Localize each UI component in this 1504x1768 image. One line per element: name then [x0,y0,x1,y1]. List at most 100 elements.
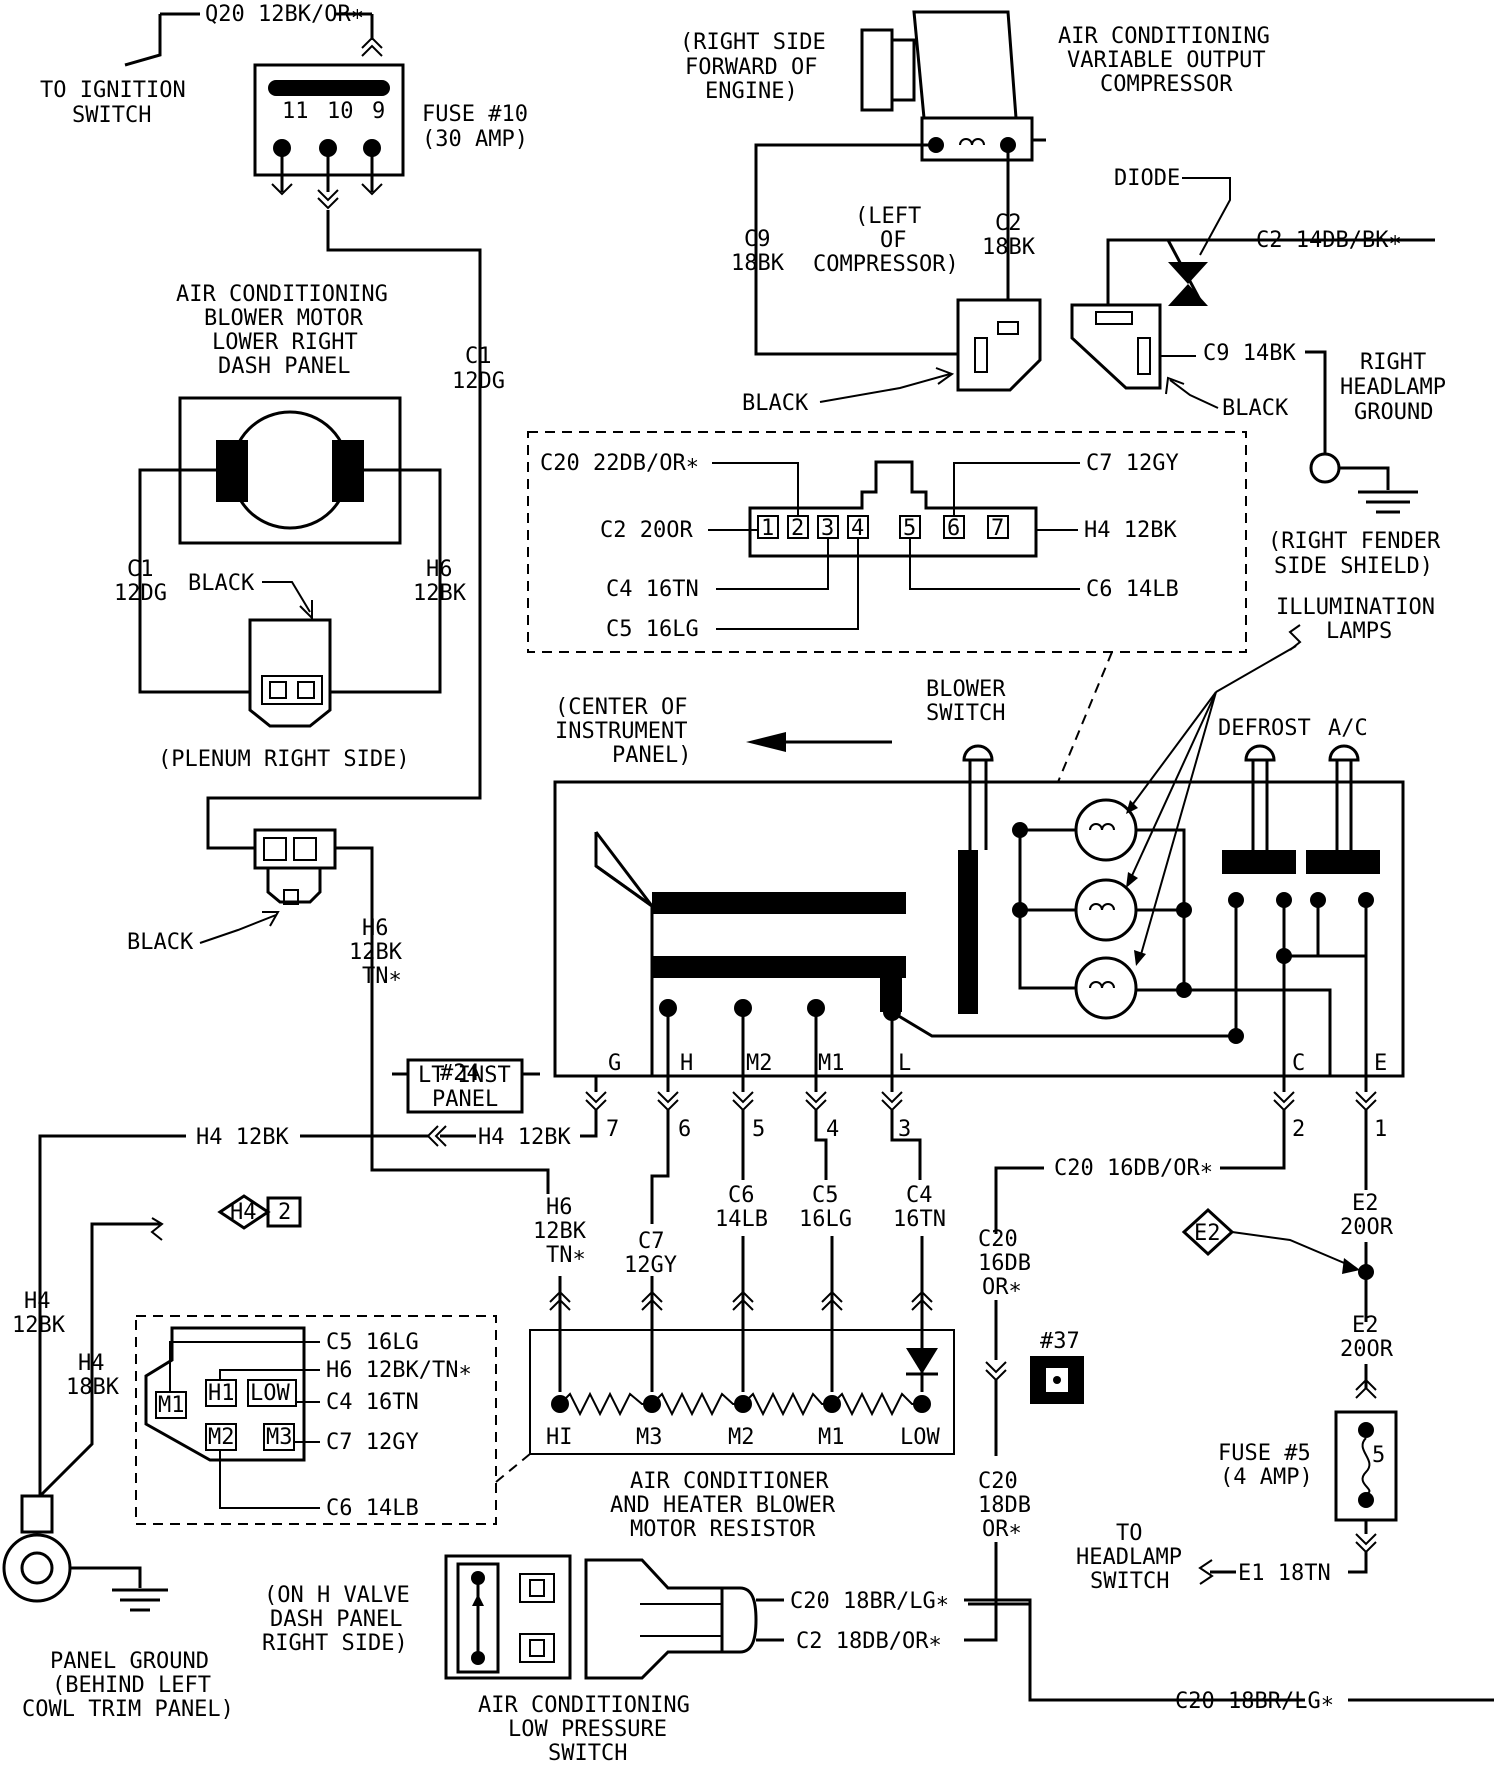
c20-mid-label-3: OR∗ [982,1275,1022,1300]
compressor-location-1: (RIGHT SIDE [680,30,826,55]
headlamp-switch-label-1: TO [1116,1521,1143,1546]
compressor-location-3: ENGINE) [705,79,798,104]
h4-ground-wires: H4 12BK H4 12BK H4 2 H4 12BK H4 18BK PAN… [2,1110,598,1722]
h4-badge-letters: H4 [230,1200,257,1225]
left-black-connector: BLACK H6 12BK TN∗ [127,828,550,1190]
panel-ground-label-1: PANEL GROUND [50,1649,209,1674]
res-c7-label-1: C7 [638,1229,665,1254]
switch-terminal-m2: M2 [746,1051,773,1076]
ignition-label-2: SWITCH [72,103,151,128]
switch-cavity-connectors: 7 6 5 4 3 2 1 [585,1076,1387,1142]
c1-vertical-label-2: 12DG [452,369,505,394]
switch-terminal-e: E [1374,1051,1387,1076]
res-pin-m1: M1 [158,1393,185,1418]
center-panel-label-1: (CENTER OF [555,695,687,720]
resistor-connector: M1 H1 LOW M2 M3 C5 16LG H6 12BK/TN∗ C4 1… [135,1315,531,1525]
res-c6-label-2: 14LB [715,1207,768,1232]
lt-inst-panel-number: #24 [440,1061,480,1086]
fuse-5-label-1: FUSE #5 [1218,1441,1311,1466]
blower-switch-panel: (CENTER OF INSTRUMENT PANEL) BLOWER SWIT… [553,677,1405,1078]
h4-vertical-18bk-2: 18BK [66,1375,120,1400]
pressure-c2-label: C2 18DB/OR∗ [796,1629,942,1654]
res-h6-label-3: TN∗ [546,1243,586,1268]
blower-c1-label-1: C1 [127,557,154,582]
c20-lower-label-3: OR∗ [982,1517,1022,1542]
pressure-location-1: (ON H VALVE [264,1583,410,1608]
switch-right-label-c7: C7 12GY [1086,451,1179,476]
left-h6-label-1: H6 [362,916,389,941]
compressor-title-1: AIR CONDITIONING [1058,24,1270,49]
headlamp-ground-label-1: RIGHT [1360,350,1426,375]
c1-vertical-label-1: C1 [465,344,492,369]
switch-pin-7: 7 [991,516,1004,541]
switch-connector-pins: 1 2 3 4 5 6 7 [757,515,1009,541]
h4-badge-number: 2 [278,1200,291,1225]
res-c4-label-1: C4 [906,1183,933,1208]
switch-pin-6: 6 [947,516,960,541]
center-panel-label-3: PANEL) [612,743,691,768]
cavity-number-5: 5 [752,1117,765,1142]
c20-mid-label-1: C20 [978,1227,1018,1252]
blower-motor-title-2: BLOWER MOTOR [204,306,364,331]
compressor-location-2: FORWARD OF [685,55,817,80]
ac-label: A/C [1328,716,1368,741]
fuse-5-number: 5 [1372,1443,1385,1468]
e2-wire-1-label-1: E2 [1352,1191,1379,1216]
comp-c2-label-1: C2 [995,211,1022,236]
blower-motor-title-3: LOWER RIGHT [212,330,358,355]
illumination-lamps-label-2: LAMPS [1326,619,1392,644]
diode-c9-label: C9 14BK [1203,341,1296,366]
resistor-title-1: AIR CONDITIONER [630,1469,829,1494]
fuse-terminal-11: 11 [282,99,309,124]
switch-left-label-c20: C20 22DB/OR∗ [540,451,699,476]
headlamp-ground-label-3: GROUND [1354,400,1433,425]
left-h6-label-2: 12BK [349,940,403,965]
cavity-number-6: 6 [678,1117,691,1142]
switch-left-label-c5: C5 16LG [606,617,699,642]
blower-connector-color: BLACK [188,571,255,596]
e2-wire-2-label-1: E2 [1352,1313,1379,1338]
h4-long-label: H4 12BK [196,1125,289,1150]
headlamp-location-2: SIDE SHIELD) [1274,554,1433,579]
res-pin-h1: H1 [208,1381,235,1406]
connector-37-label: #37 [1040,1329,1080,1354]
fuse-terminal-9: 9 [372,99,385,124]
left-connector-color: BLACK [127,930,194,955]
blower-motor-title-4: DASH PANEL [218,354,350,379]
panel-ground-label-3: COWL TRIM PANEL) [22,1697,234,1722]
cavity-number-2: 2 [1292,1117,1305,1142]
comp-c2-label-2: 18BK [982,235,1036,260]
res-pin-low: LOW [250,1381,290,1406]
c20-lower-label-1: C20 [978,1469,1018,1494]
res-c7-label-2: 12GY [624,1253,677,1278]
fuse-10-block: Q20 12BK/OR∗ TO IGNITION SWITCH 11 10 9 … [40,2,528,850]
ac-compressor: (RIGHT SIDE FORWARD OF ENGINE) AIR CONDI… [680,10,1270,416]
fuse-10-label-1: FUSE #10 [422,102,528,127]
switch-pin-5: 5 [903,516,916,541]
res-c4-label-2: 16TN [893,1207,946,1232]
blower-switch-connector: 1 2 3 4 5 6 7 C20 22DB/OR∗ C2 20OR C4 16… [527,431,1247,783]
resistor-terminal-low: LOW [900,1425,940,1450]
res-h6-label-1: H6 [546,1195,573,1220]
compressor-title-3: COMPRESSOR [1100,72,1233,97]
headlamp-ground-label-2: HEADLAMP [1340,375,1446,400]
right-headlamp-ground: RIGHT HEADLAMP GROUND (RIGHT FENDER SIDE… [1268,350,1446,579]
cavity-number-7: 7 [606,1117,619,1142]
resistor-title-2: AND HEATER BLOWER [610,1493,836,1518]
comp-side-label-3: COMPRESSOR) [813,252,959,277]
resistor-title-3: MOTOR RESISTOR [630,1517,816,1542]
res-conn-wire-h6: H6 12BK/TN∗ [326,1358,472,1383]
comp-c9-label-1: C9 [744,227,771,252]
switch-pin-1: 1 [761,516,774,541]
resistor-wires: H6 12BK TN∗ C7 12GY C6 14LB C5 16LG C4 1… [533,1110,946,1392]
comp-side-label-1: (LEFT [855,204,921,229]
connector-37: #37 [1030,1329,1084,1404]
diode-connector-color: BLACK [1222,396,1289,421]
switch-right-label-c6: C6 14LB [1086,577,1179,602]
diode-label: DIODE [1114,166,1180,191]
switch-terminal-m1: M1 [818,1051,845,1076]
illumination-lamps-label-1: ILLUMINATION [1276,595,1435,620]
headlamp-location-1: (RIGHT FENDER [1268,529,1441,554]
switch-pin-3: 3 [821,516,834,541]
switch-left-label-c4: C4 16TN [606,577,699,602]
